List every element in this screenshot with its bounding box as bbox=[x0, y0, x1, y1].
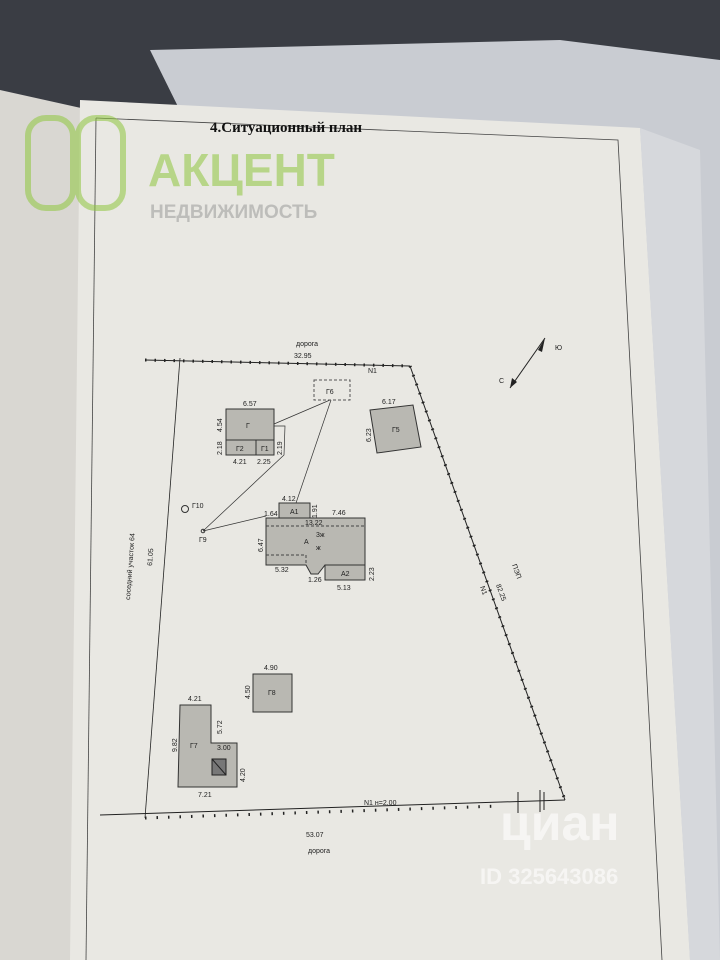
g-label: Г bbox=[246, 423, 250, 430]
page-frame-left bbox=[85, 117, 97, 960]
page-title: 4.Ситуационный план bbox=[210, 120, 362, 136]
utility-lines bbox=[202, 399, 332, 532]
logo-subtext: НЕДВИЖИМОСТЬ bbox=[150, 202, 317, 223]
page-frame bbox=[95, 117, 663, 960]
g7-step: 3.00 bbox=[217, 745, 231, 752]
g7-left: 9.82 bbox=[172, 738, 179, 752]
g8-label: Г8 bbox=[268, 690, 276, 697]
point-g9 bbox=[200, 528, 206, 534]
plot-boundary bbox=[99, 357, 567, 820]
top-n1: N1 bbox=[368, 368, 377, 375]
g6-label: Г6 bbox=[326, 389, 334, 396]
bottom-n1: N1 н=2.00 bbox=[364, 800, 397, 807]
a-material: ж bbox=[316, 545, 321, 552]
g1-label: Г1 bbox=[261, 446, 269, 453]
g5-width: 6.17 bbox=[382, 399, 396, 406]
building-g bbox=[225, 408, 275, 441]
g7-right: 4.20 bbox=[240, 768, 247, 782]
compass-arrow-icon bbox=[509, 337, 546, 389]
listing-id: ID 325643086 bbox=[480, 864, 618, 889]
building-g8 bbox=[252, 673, 293, 713]
building-g6 bbox=[313, 379, 351, 401]
g5-label: Г5 bbox=[392, 427, 400, 434]
compass-north: С bbox=[499, 378, 504, 385]
road-label-bottom: дорога bbox=[308, 848, 330, 855]
a-floors: 3ж bbox=[316, 532, 325, 539]
logo-text: АКЦЕНТ bbox=[148, 144, 335, 196]
g-height: 4.54 bbox=[217, 418, 224, 432]
left-length: 61.05 bbox=[147, 548, 155, 566]
a-d2: 1.26 bbox=[308, 577, 322, 584]
top-length: 32.95 bbox=[294, 353, 312, 360]
g8-height: 4.50 bbox=[245, 685, 252, 699]
g8-width: 4.90 bbox=[264, 665, 278, 672]
g9-label: Г9 bbox=[199, 537, 207, 544]
g7-label: Г7 bbox=[190, 743, 198, 750]
cian-logo-text: циан bbox=[500, 795, 619, 851]
g7-bottom: 7.21 bbox=[198, 792, 212, 799]
a-width: 13.22 bbox=[305, 520, 323, 527]
page-stack-edge bbox=[640, 128, 720, 960]
g5-height: 6.23 bbox=[366, 428, 373, 442]
a1-width: 4.12 bbox=[282, 496, 296, 503]
g2-height: 2.18 bbox=[217, 441, 224, 455]
road-label-top: дорога bbox=[296, 341, 318, 348]
a2-height: 2.23 bbox=[369, 567, 376, 581]
a-height: 6.47 bbox=[258, 538, 265, 552]
left-page bbox=[0, 90, 90, 960]
a1-label: А1 bbox=[290, 509, 299, 516]
building-g1 bbox=[255, 439, 275, 456]
a2-label: А2 bbox=[341, 571, 350, 578]
cian-watermark: циан ID 325643086 bbox=[480, 795, 619, 889]
right-pep: ПЭП bbox=[510, 563, 522, 580]
a-d1: 5.32 bbox=[275, 567, 289, 574]
a-label: А bbox=[304, 539, 309, 546]
building-g5 bbox=[369, 404, 422, 454]
bottom-length: 53.07 bbox=[306, 832, 324, 839]
building-a2 bbox=[324, 564, 366, 581]
building-a bbox=[265, 517, 366, 575]
a-d3: 7.46 bbox=[332, 510, 346, 517]
g1-height: 2.19 bbox=[277, 441, 284, 455]
g1-width: 2.25 bbox=[257, 459, 271, 466]
agency-logo: АКЦЕНТ НЕДВИЖИМОСТЬ bbox=[25, 115, 335, 223]
a-d4: 1.64 bbox=[264, 511, 278, 518]
g7-top: 4.21 bbox=[188, 696, 202, 703]
compass-south: Ю bbox=[555, 345, 562, 352]
well-g10 bbox=[181, 505, 189, 513]
g10-label: Г10 bbox=[192, 503, 204, 510]
a1-height: 1.91 bbox=[312, 504, 319, 518]
g-width: 6.57 bbox=[243, 401, 257, 408]
a2-width: 5.13 bbox=[337, 585, 351, 592]
logo-icon bbox=[25, 115, 76, 211]
g2-label: Г2 bbox=[236, 446, 244, 453]
g2-width: 4.21 bbox=[233, 459, 247, 466]
right-n1: N1 bbox=[478, 585, 488, 596]
g7-inner: 5.72 bbox=[217, 720, 224, 734]
